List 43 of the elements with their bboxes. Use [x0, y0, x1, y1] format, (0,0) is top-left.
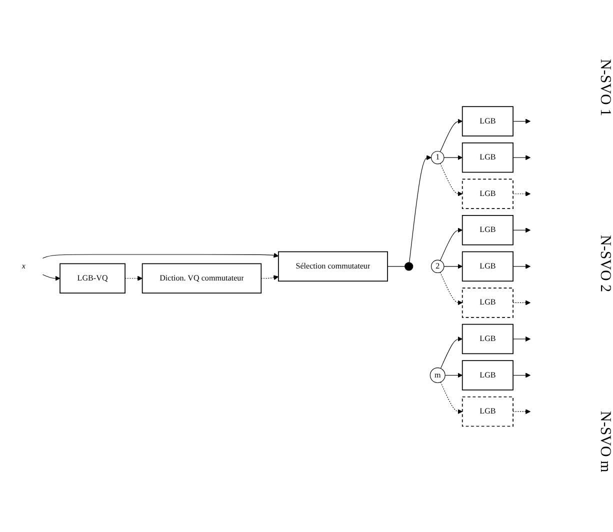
switch-pivot	[404, 262, 414, 270]
switch-terminal: 1	[431, 150, 444, 164]
process-box: Diction. VQ commutateur	[142, 262, 262, 294]
arrow	[512, 300, 531, 305]
arrow	[440, 336, 463, 368]
input-label: x	[22, 262, 26, 270]
arrow	[512, 372, 531, 378]
arrow	[444, 263, 463, 269]
output-label: N-SVO 2	[596, 235, 613, 292]
process-box: LGB	[462, 323, 514, 354]
arrow	[409, 154, 432, 262]
process-box: LGB	[462, 214, 514, 245]
arrow	[512, 190, 531, 196]
output-label: N-SVO m	[596, 411, 613, 473]
arrow	[42, 274, 60, 280]
arrow	[444, 154, 463, 160]
switch-terminal: m	[430, 367, 446, 383]
process-box: LGB	[462, 396, 514, 426]
arrow	[124, 275, 143, 280]
process-box: LGB	[462, 142, 514, 172]
arrow	[440, 118, 463, 152]
arrow	[512, 408, 531, 414]
arrow	[512, 336, 531, 342]
process-box: LGB	[462, 360, 514, 390]
arrow	[444, 372, 463, 378]
process-box: LGB	[462, 106, 514, 136]
arrow	[512, 227, 531, 232]
arrow	[440, 227, 463, 260]
process-box: LGB-VQ	[60, 262, 126, 294]
switch-terminal: 2	[431, 259, 444, 273]
arrow	[440, 381, 463, 414]
output-label: N-SVO 1	[596, 59, 613, 117]
arrow	[260, 274, 279, 280]
process-box: Sélection commutateur	[278, 250, 388, 282]
arrow	[440, 272, 463, 305]
arrow	[42, 252, 279, 258]
arrow	[512, 263, 531, 269]
process-box: LGB	[462, 178, 514, 209]
arrow	[512, 154, 531, 160]
arrow	[512, 118, 531, 124]
arrow	[440, 162, 463, 196]
process-box: LGB	[462, 250, 514, 282]
process-box: LGB	[462, 287, 514, 318]
